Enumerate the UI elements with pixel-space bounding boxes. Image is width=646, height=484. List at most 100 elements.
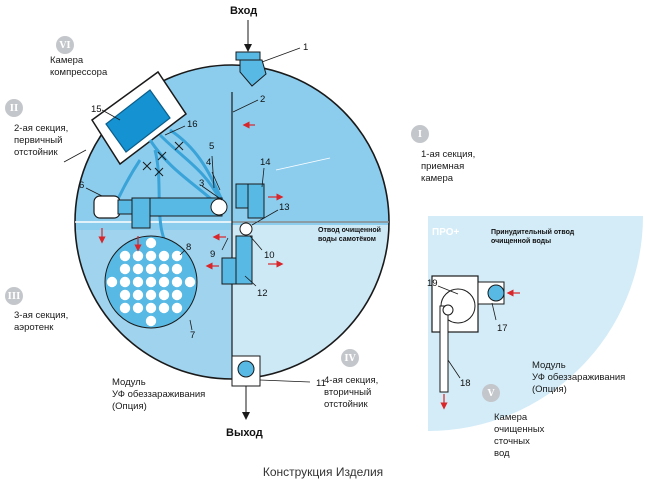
- aerator-hole: [171, 250, 183, 262]
- aerator-hole: [132, 302, 144, 314]
- aerator-hole: [158, 263, 170, 275]
- section-6-line1: Камера: [50, 55, 84, 66]
- pro-chamber-area: [428, 216, 643, 431]
- callout-1: 1: [303, 42, 308, 53]
- section-2-line1: 2-ая секция,: [14, 123, 68, 134]
- inlet-label: Вход: [230, 5, 257, 17]
- aerator-hole: [132, 263, 144, 275]
- callout-12: 12: [257, 288, 268, 299]
- callout-numbers: 1 2 3 4 5 6 7 8 9 10 11 12 13 14 15 16 1…: [79, 42, 508, 389]
- aerator-hole: [145, 250, 157, 262]
- badge-II: [5, 99, 23, 117]
- section-3-line1: 3-ая секция,: [14, 310, 68, 321]
- section-1-line1: 1-ая секция,: [421, 149, 475, 160]
- aerator-hole: [119, 276, 131, 288]
- section-1-line2: приемная: [421, 161, 464, 172]
- uv-module-bottom: [231, 355, 261, 420]
- aerator-hole: [158, 302, 170, 314]
- inlet-pipe: [235, 20, 267, 87]
- uv-pro-line2: УФ обеззараживания: [532, 372, 625, 383]
- airlift-valve: [210, 198, 228, 216]
- aerator-hole: [158, 250, 170, 262]
- callout-11: 11: [316, 378, 326, 389]
- outlet-label: Выход: [226, 427, 263, 439]
- aerator-hole: [145, 289, 157, 301]
- aerator-hole: [158, 276, 170, 288]
- svg-text:I: I: [418, 130, 422, 140]
- svg-text:IV: IV: [344, 354, 356, 364]
- pro-equipment: [431, 275, 505, 393]
- section-5-line1: Камера: [494, 412, 528, 423]
- callout-14: 14: [260, 157, 271, 168]
- aerator-hole: [184, 276, 196, 288]
- gravity-outlet-label-line1: Отвод очищенной: [318, 226, 381, 234]
- section-4-line3: отстойник: [324, 399, 368, 410]
- aerator-hole: [106, 276, 118, 288]
- uv-pro-line3: (Опция): [532, 384, 567, 395]
- aerator-hole: [119, 302, 131, 314]
- aerator-hole: [171, 276, 183, 288]
- svg-text:III: III: [8, 292, 21, 302]
- aerator-hole: [145, 302, 157, 314]
- uv-bottom-line1: Модуль: [112, 377, 146, 388]
- aerator-hole: [145, 263, 157, 275]
- callout-6: 6: [79, 180, 84, 191]
- section-5-line2: очищенных: [494, 424, 545, 435]
- uv-bottom-line2: УФ обеззараживания: [112, 389, 205, 400]
- callout-7: 7: [190, 330, 195, 341]
- pro-badge: ПРО+: [432, 227, 460, 238]
- callout-10: 10: [264, 250, 275, 261]
- callout-4: 4: [206, 157, 211, 168]
- aerator-hole: [119, 289, 131, 301]
- callout-2: 2: [260, 94, 265, 105]
- section-4-line1: 4-ая секция,: [324, 375, 378, 386]
- aerator-hole: [119, 263, 131, 275]
- aerator-hole: [171, 289, 183, 301]
- section-1-line3: камера: [421, 173, 454, 184]
- callout-16: 16: [187, 119, 198, 130]
- aerator-hole: [132, 276, 144, 288]
- svg-text:V: V: [487, 389, 496, 399]
- aerator-hole: [132, 250, 144, 262]
- section-5-line3: сточных: [494, 436, 530, 447]
- valves: [142, 141, 184, 177]
- badge-V: [482, 384, 500, 402]
- callout-19: 19: [427, 278, 438, 289]
- section-3-line2: аэротенк: [14, 322, 54, 333]
- outlet-pipe: [221, 183, 265, 285]
- badge-IV: [341, 349, 359, 367]
- badge-VI: [56, 36, 74, 54]
- callout-9: 9: [210, 249, 215, 260]
- uv-bottom-line3: (Опция): [112, 401, 147, 412]
- section-badges: VI II III I IV V: [5, 36, 500, 402]
- aerator-hole: [171, 263, 183, 275]
- gravity-outlet-label-line2: воды самотёком: [318, 236, 376, 243]
- leader-lines: [63, 47, 497, 383]
- badge-III: [5, 287, 23, 305]
- pump-6: [93, 195, 133, 219]
- section-2-line2: первичный: [14, 135, 62, 146]
- callout-8: 8: [186, 242, 191, 253]
- compressor-box: [105, 89, 171, 153]
- section-5-line4: вод: [494, 448, 510, 459]
- outlet-valve: [239, 222, 253, 236]
- callout-3: 3: [199, 178, 204, 189]
- aerator-hole: [119, 250, 131, 262]
- flow-arrows: [98, 121, 520, 410]
- aerator-hole: [171, 302, 183, 314]
- uv-module-label-pro: Модуль УФ обеззараживания (Опция): [532, 360, 625, 395]
- section-4-line2: вторичный: [324, 387, 371, 398]
- section-labels: Камера компрессора 2-ая секция, первичны…: [14, 55, 545, 459]
- callout-13: 13: [279, 202, 290, 213]
- section-2-line3: отстойник: [14, 147, 58, 158]
- aerator-hole: [145, 276, 157, 288]
- uv-module-label-bottom: Модуль УФ обеззараживания (Опция): [112, 377, 205, 412]
- svg-text:VI: VI: [58, 41, 70, 51]
- aerator-hole: [145, 237, 157, 249]
- callout-5: 5: [209, 141, 214, 152]
- aerator-hole: [145, 315, 157, 327]
- pro-chamber: ПРО+ Принудительный отвод очищенной воды: [428, 216, 643, 431]
- aerator-hole: [132, 289, 144, 301]
- uv-pro-line1: Модуль: [532, 360, 566, 371]
